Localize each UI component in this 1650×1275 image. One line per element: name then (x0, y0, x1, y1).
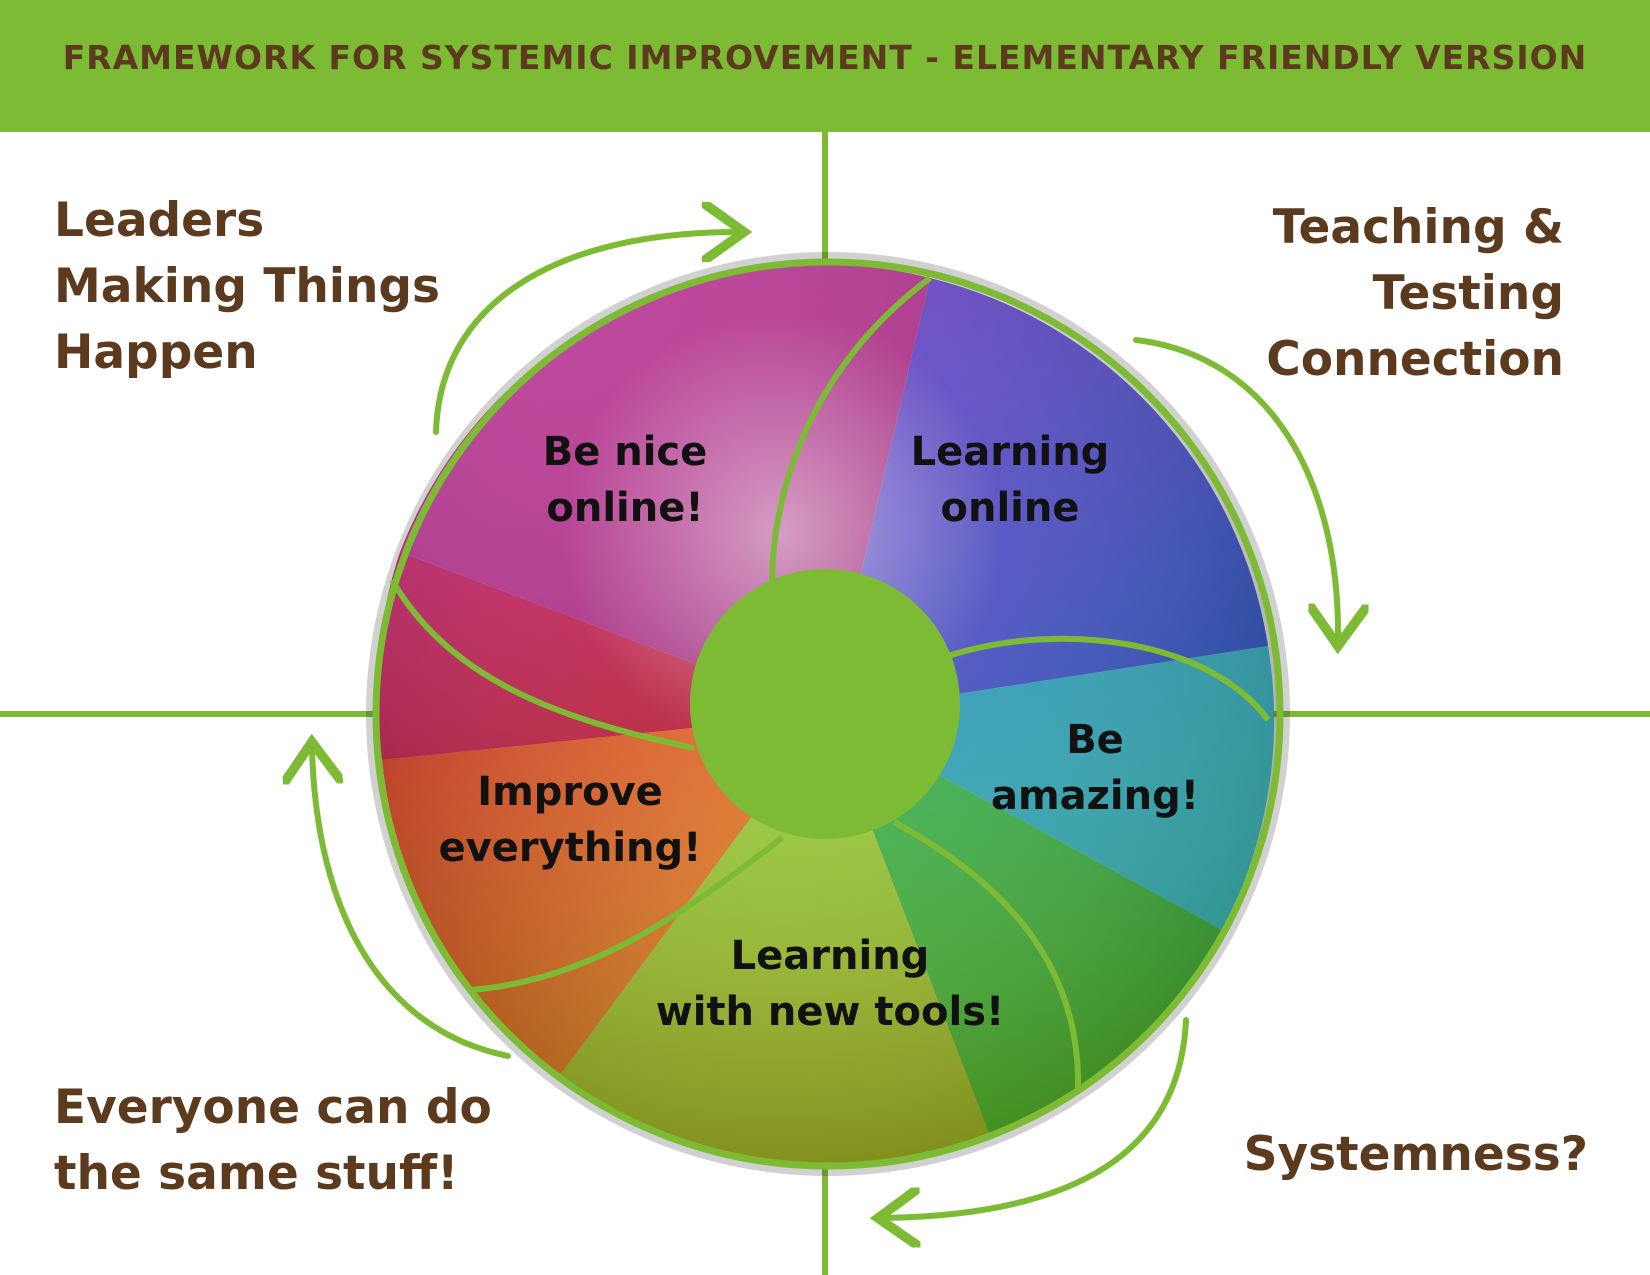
quadrant-label-line: Leaders (54, 193, 265, 248)
quadrant-dividers (0, 132, 1650, 1275)
quadrant-label-line: the same stuff! (54, 1146, 459, 1201)
segment-label-line: Be nice (542, 429, 708, 475)
quadrant-label-line: Connection (1266, 332, 1564, 387)
arrow-bottom-left (312, 748, 511, 1059)
segment-label-line: amazing! (990, 773, 1199, 819)
separator-3 (892, 819, 1082, 1089)
separator-5 (389, 578, 695, 751)
quadrant-label-line: Teaching & (1272, 200, 1564, 255)
segment-label-line: with new tools! (655, 989, 1005, 1035)
header-bar (0, 0, 1650, 132)
arrow-top-left (433, 232, 738, 435)
quadrant-label-leaders: Leaders Making Things Happen (54, 188, 474, 386)
quadrant-label-teaching: Teaching & Testing Connection (1144, 195, 1564, 393)
segment-label-line: Learning (910, 429, 1110, 475)
segment-separators (389, 275, 1271, 1089)
quadrant-label-systemness: Systemness? (1168, 1122, 1588, 1188)
separator-2 (947, 635, 1271, 722)
quadrant-label-line: Happen (54, 325, 258, 380)
segment-label-line: Improve (477, 769, 663, 815)
quadrant-label-everyone: Everyone can do the same stuff! (54, 1075, 514, 1207)
segment-label-line: Be (1066, 717, 1124, 763)
segment-label-learning-online: Learning online (880, 424, 1140, 536)
segment-label-line: everything! (438, 825, 702, 871)
cycle-arrows (312, 232, 1338, 1218)
color-wheel (366, 252, 1290, 1176)
segment-label-line: online (940, 485, 1080, 531)
page-title: FRAMEWORK FOR SYSTEMIC IMPROVEMENT - ELE… (62, 38, 1588, 77)
wheel-hub (690, 569, 960, 839)
separator-1 (768, 275, 932, 593)
segment-label-learning-tools: Learning with new tools! (630, 928, 1030, 1040)
segment-label-line: online! (546, 485, 704, 531)
wheel-outer-ring (372, 258, 1284, 1170)
segment-label-be-nice: Be nice online! (500, 424, 750, 536)
segment-label-be-amazing: Be amazing! (960, 712, 1230, 824)
arrow-bottom-right (884, 1017, 1189, 1218)
quadrant-label-line: Making Things (54, 259, 441, 314)
segment-label-line: Learning (730, 933, 930, 979)
separator-4 (469, 835, 784, 993)
quadrant-label-line: Systemness? (1243, 1127, 1588, 1182)
arrow-top-right (1133, 337, 1338, 640)
quadrant-label-line: Testing (1372, 266, 1564, 321)
quadrant-label-line: Everyone can do (54, 1080, 492, 1135)
segment-label-improve: Improve everything! (420, 764, 720, 876)
